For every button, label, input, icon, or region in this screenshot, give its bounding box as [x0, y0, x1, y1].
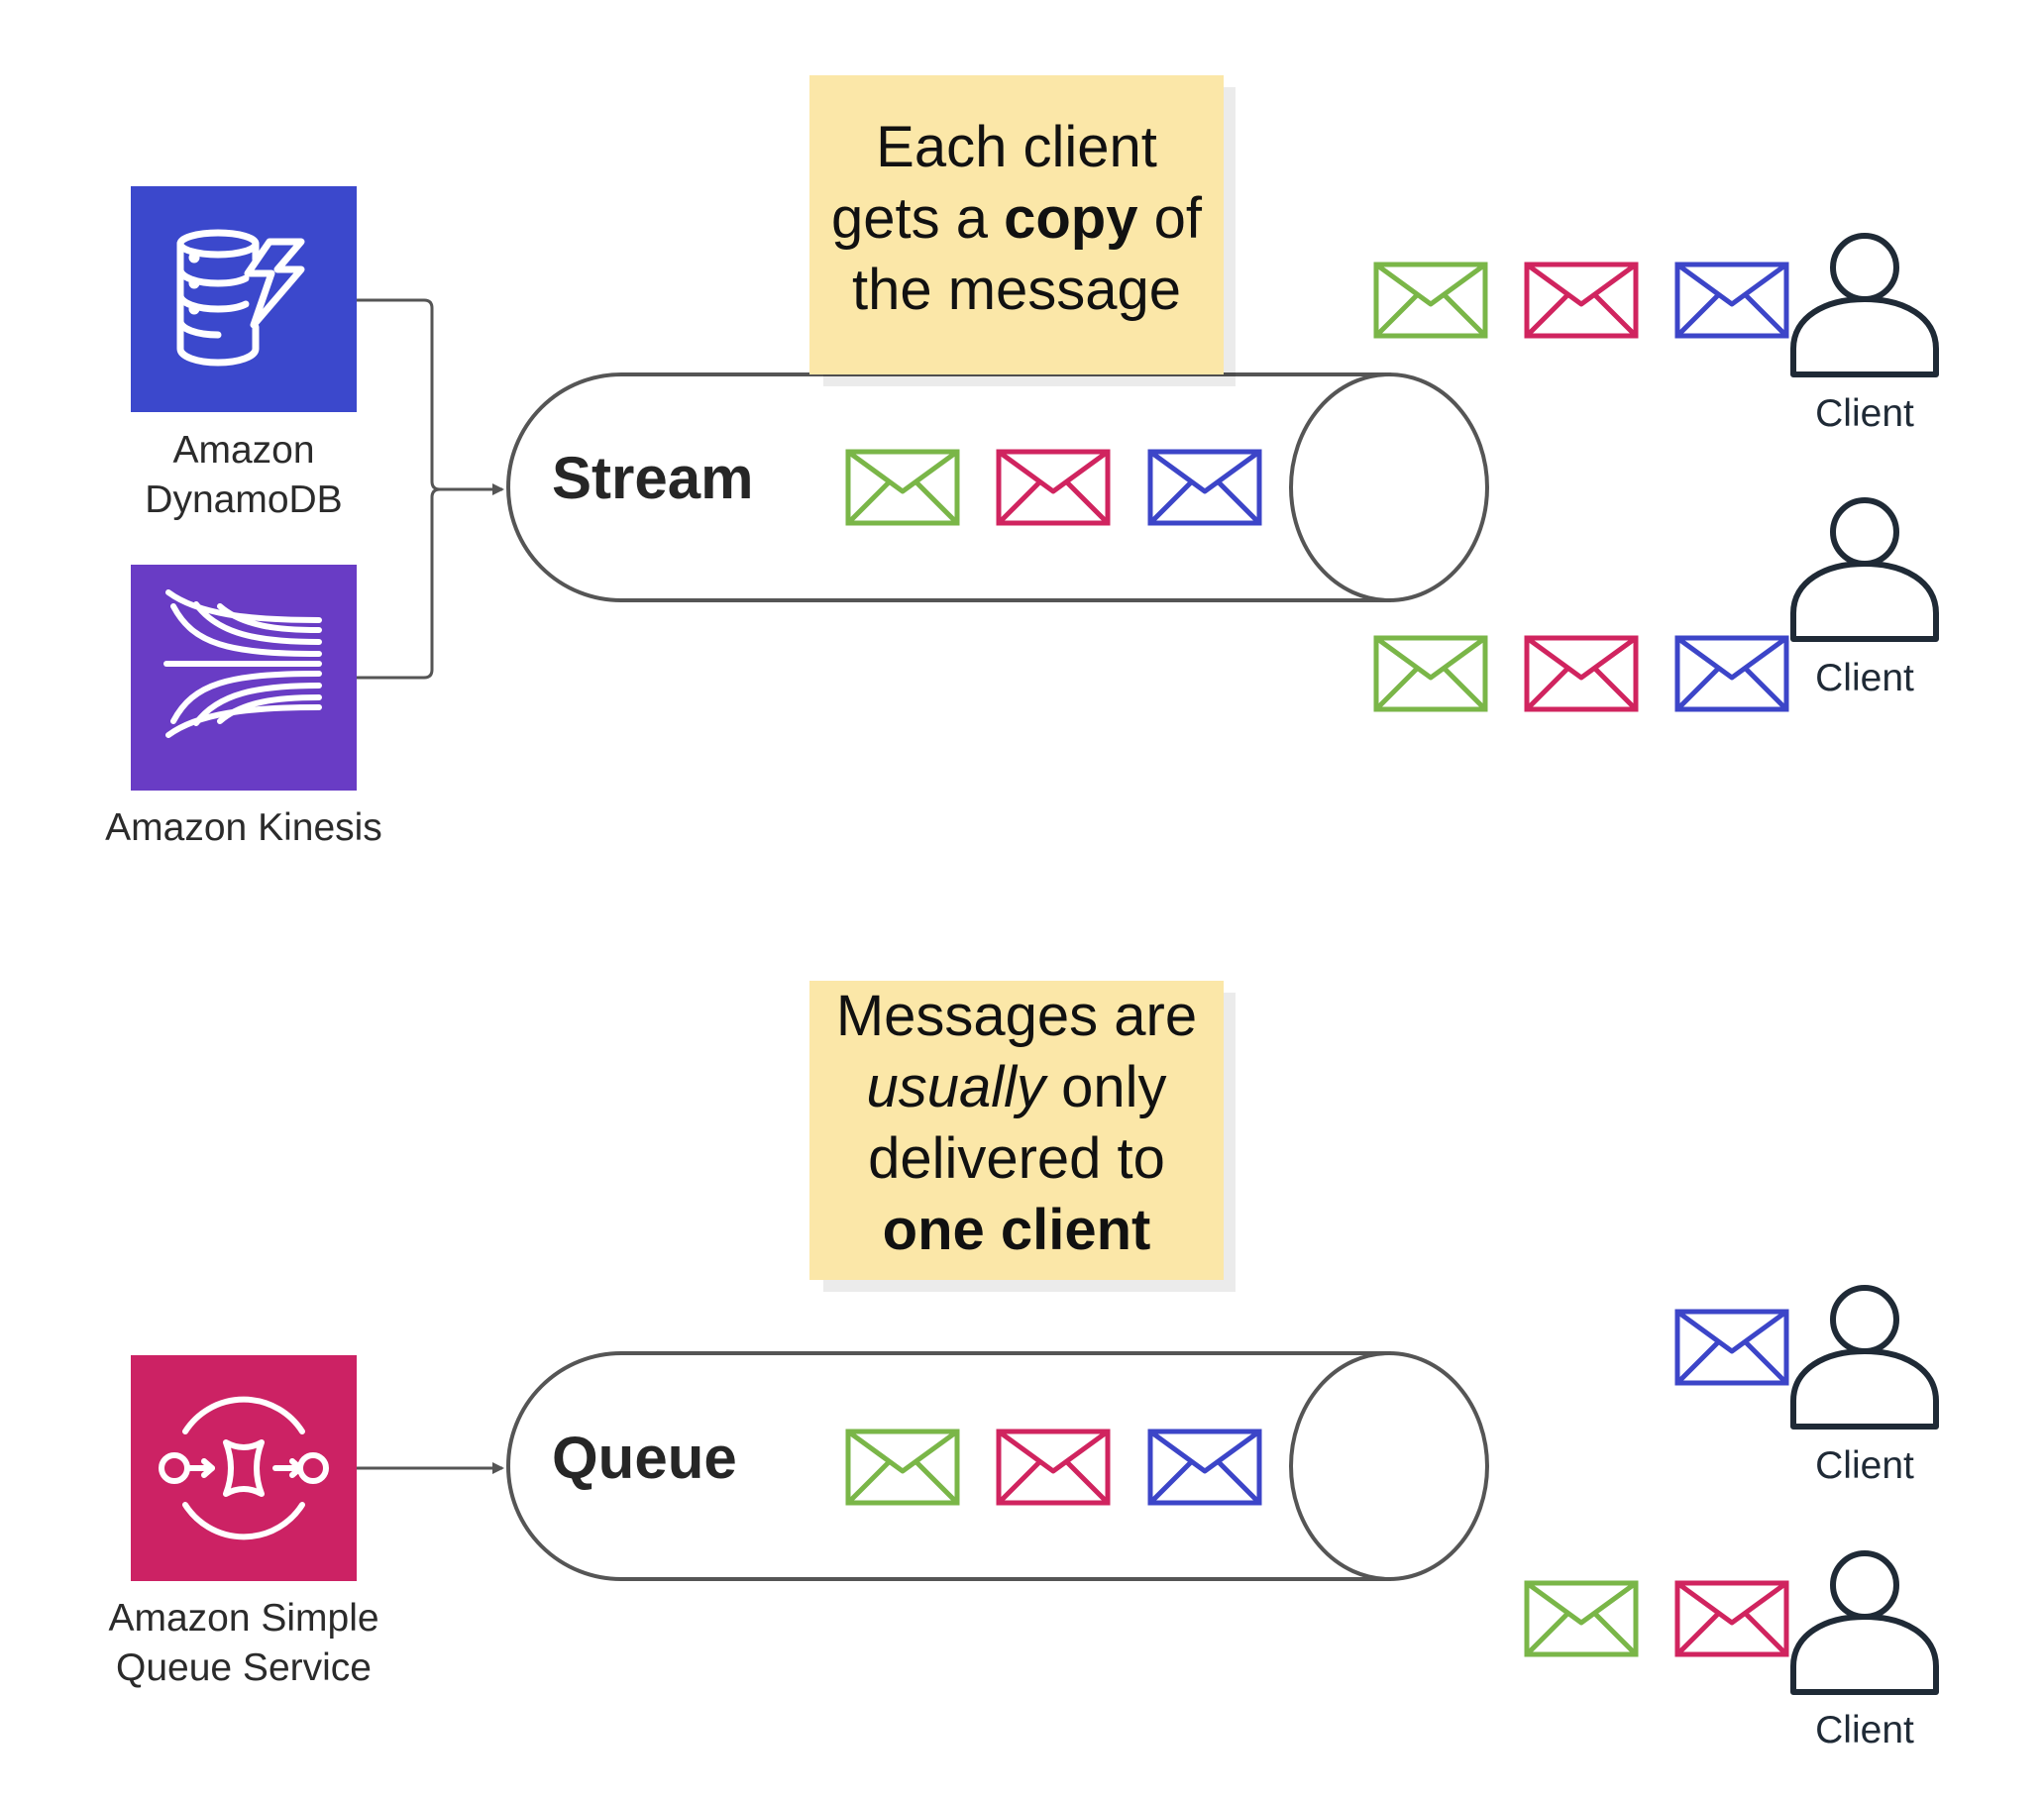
- envelope-green-icon: [1376, 638, 1485, 709]
- queue-title: Queue: [552, 1425, 737, 1491]
- client-person-icon: [1793, 236, 1936, 374]
- envelope-green-icon: [1376, 265, 1485, 336]
- queue-client-2: Client: [1527, 1553, 1936, 1751]
- queue-envelopes: [848, 1431, 1259, 1503]
- queue-note-line4: one client: [883, 1198, 1151, 1262]
- sqs-label-line2: Queue Service: [116, 1646, 372, 1689]
- envelope-pink-icon: [1527, 265, 1636, 336]
- envelope-pink-icon: [1677, 1583, 1786, 1654]
- queue-envelope-green-icon: [848, 1431, 957, 1503]
- client-label: Client: [1815, 1444, 1914, 1487]
- stream-envelopes: [848, 452, 1259, 523]
- queue-client-1: Client: [1677, 1288, 1936, 1487]
- client-label: Client: [1815, 1709, 1914, 1751]
- envelope-blue-icon: [1677, 265, 1786, 336]
- dynamodb-label-line2: DynamoDB: [145, 478, 342, 521]
- queue-envelope-pink-icon: [999, 1431, 1108, 1503]
- dynamodb-tile: [131, 186, 357, 412]
- sqs-label: Amazon Simple: [108, 1597, 378, 1640]
- client-person-icon: [1793, 1288, 1936, 1427]
- client-person-icon: [1793, 500, 1936, 639]
- dynamodb-label: Amazon: [172, 429, 314, 472]
- client-label: Client: [1815, 657, 1914, 699]
- kinesis-tile: [131, 565, 357, 791]
- sqs-tile: [131, 1355, 357, 1581]
- dynamodb-icon: [176, 229, 305, 367]
- client-label: Client: [1815, 392, 1914, 435]
- queue-note-line1: Messages are: [836, 984, 1197, 1048]
- client-person-icon: [1793, 1553, 1936, 1692]
- sqs-icon: [159, 1396, 329, 1540]
- queue-note-line2: usually only: [866, 1055, 1166, 1119]
- stream-client-2: Client: [1376, 500, 1936, 709]
- stream-note-line3: the message: [852, 258, 1181, 322]
- stream-note: Each client gets a copy of the message: [809, 75, 1236, 386]
- stream-envelope-green-icon: [848, 452, 957, 523]
- stream-note-line2: gets a copy of: [831, 186, 1203, 251]
- kinesis-label: Amazon Kinesis: [105, 806, 382, 849]
- kinesis-icon: [163, 589, 322, 738]
- stream-envelope-blue-icon: [1150, 452, 1259, 523]
- envelope-blue-icon: [1677, 638, 1786, 709]
- queue-envelope-blue-icon: [1150, 1431, 1259, 1503]
- stream-connectors: [357, 298, 504, 680]
- envelope-blue-icon: [1677, 1312, 1786, 1383]
- stream-client-1: Client: [1376, 236, 1936, 435]
- stream-envelope-pink-icon: [999, 452, 1108, 523]
- stream-title: Stream: [552, 445, 753, 511]
- envelope-green-icon: [1527, 1583, 1636, 1654]
- stream-note-line1: Each client: [876, 115, 1157, 179]
- queue-note: Messages are usually only delivered to o…: [809, 981, 1236, 1292]
- envelope-pink-icon: [1527, 638, 1636, 709]
- queue-note-line3: delivered to: [868, 1126, 1165, 1191]
